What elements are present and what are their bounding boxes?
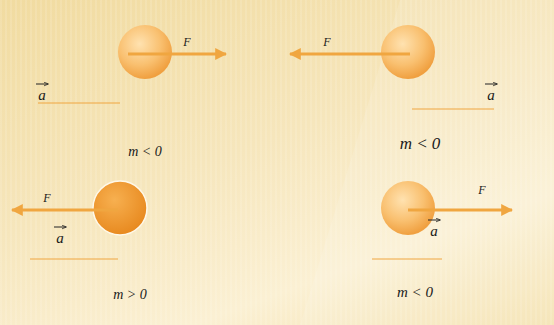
mass-label: m < 0 [400,135,441,152]
ball [381,181,435,235]
force-label: F [478,184,485,196]
acceleration-label: a [56,231,64,246]
mass-label: m < 0 [397,285,433,300]
acceleration-line [412,109,494,110]
acceleration-line [30,259,118,260]
sheen [300,0,554,325]
ball [118,25,172,79]
force-arrow [408,209,512,212]
acceleration-label: a [487,88,495,103]
ball [93,181,147,235]
force-arrow [290,53,410,56]
acceleration-line [38,103,120,104]
vector-arrow [485,84,497,85]
force-label: F [183,36,190,48]
ball [381,25,435,79]
mass-label: m < 0 [128,145,162,159]
force-arrow [128,53,226,56]
force-arrow [12,209,118,212]
vector-arrow [428,220,440,221]
acceleration-label: a [38,88,46,103]
vector-arrow [36,84,48,85]
vector-arrow [54,227,66,228]
force-label: F [323,36,330,48]
mass-label: m > 0 [113,288,147,302]
force-label: F [43,192,50,204]
acceleration-label: a [430,224,438,239]
acceleration-line [372,259,442,260]
